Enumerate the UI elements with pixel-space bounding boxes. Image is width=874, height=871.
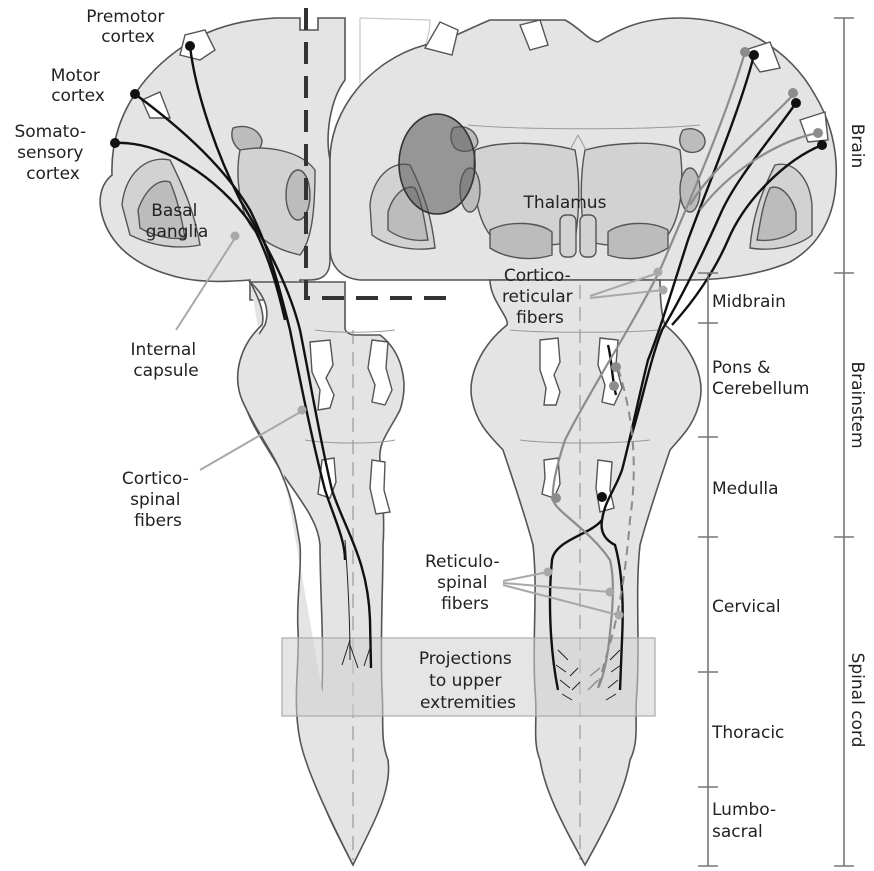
right-gray-dot <box>813 128 823 138</box>
right-brainstem-cord <box>471 280 701 865</box>
pons-cerebellum-label: Pons & Cerebellum <box>712 358 809 399</box>
brain-region-label: Brain <box>847 124 867 169</box>
thalamus-core <box>560 215 576 257</box>
motor-cortex-label: Motor cortex <box>51 66 106 106</box>
right-cortex-dot <box>791 98 801 108</box>
thalamus-lower <box>490 223 552 258</box>
medulla-black-dot <box>597 492 607 502</box>
right-gray-dot <box>740 47 750 57</box>
lumbosacral-label: Lumbo- sacral <box>712 800 782 842</box>
pons-gray-dot <box>611 362 621 372</box>
corticoreticular-dot <box>654 268 663 277</box>
thalamus-core <box>580 215 596 257</box>
thalamus-side-nucleus <box>680 168 700 212</box>
brainstem-region-label: Brainstem <box>847 361 867 448</box>
right-ventricle <box>680 129 705 153</box>
reticulospinal-dot <box>606 588 615 597</box>
internal-capsule-label: Internal capsule <box>131 340 202 381</box>
premotor-cortex-dot <box>185 41 195 51</box>
thoracic-label: Thoracic <box>711 723 784 743</box>
thalamus-lower <box>608 223 668 258</box>
reticulospinal-fibers-label: Reticulo- spinal fibers <box>425 552 505 614</box>
pons-gray-dot <box>609 381 619 391</box>
somatosensory-cortex-label: Somato- sensory cortex <box>14 122 91 184</box>
right-cortex-dot <box>817 140 827 150</box>
thalamus-label: Thalamus <box>523 193 607 213</box>
premotor-cortex-label: Premotor cortex <box>86 7 169 47</box>
cervical-label: Cervical <box>712 597 781 617</box>
somatosensory-cortex-dot <box>110 138 120 148</box>
spinal-cord-region-label: Spinal cord <box>847 653 867 748</box>
corticospinal-fibers-label: Cortico- spinal fibers <box>122 469 194 531</box>
projections-label: Projections to upper extremities <box>419 649 517 713</box>
right-cortex-dot <box>749 50 759 60</box>
motor-cortex-dot <box>130 89 140 99</box>
corticoreticular-dot <box>659 286 668 295</box>
corticospinal-dot <box>298 406 307 415</box>
reticulospinal-dot <box>615 611 624 620</box>
reticulospinal-dot <box>544 568 553 577</box>
basal-ganglia-label: Basal ganglia <box>146 201 209 242</box>
internal-capsule-dot <box>231 232 240 241</box>
medulla-label: Medulla <box>712 479 779 499</box>
medulla-gray-dot <box>551 493 561 503</box>
right-gray-dot <box>788 88 798 98</box>
lesion-marker <box>399 114 475 214</box>
midbrain-label: Midbrain <box>712 292 786 312</box>
